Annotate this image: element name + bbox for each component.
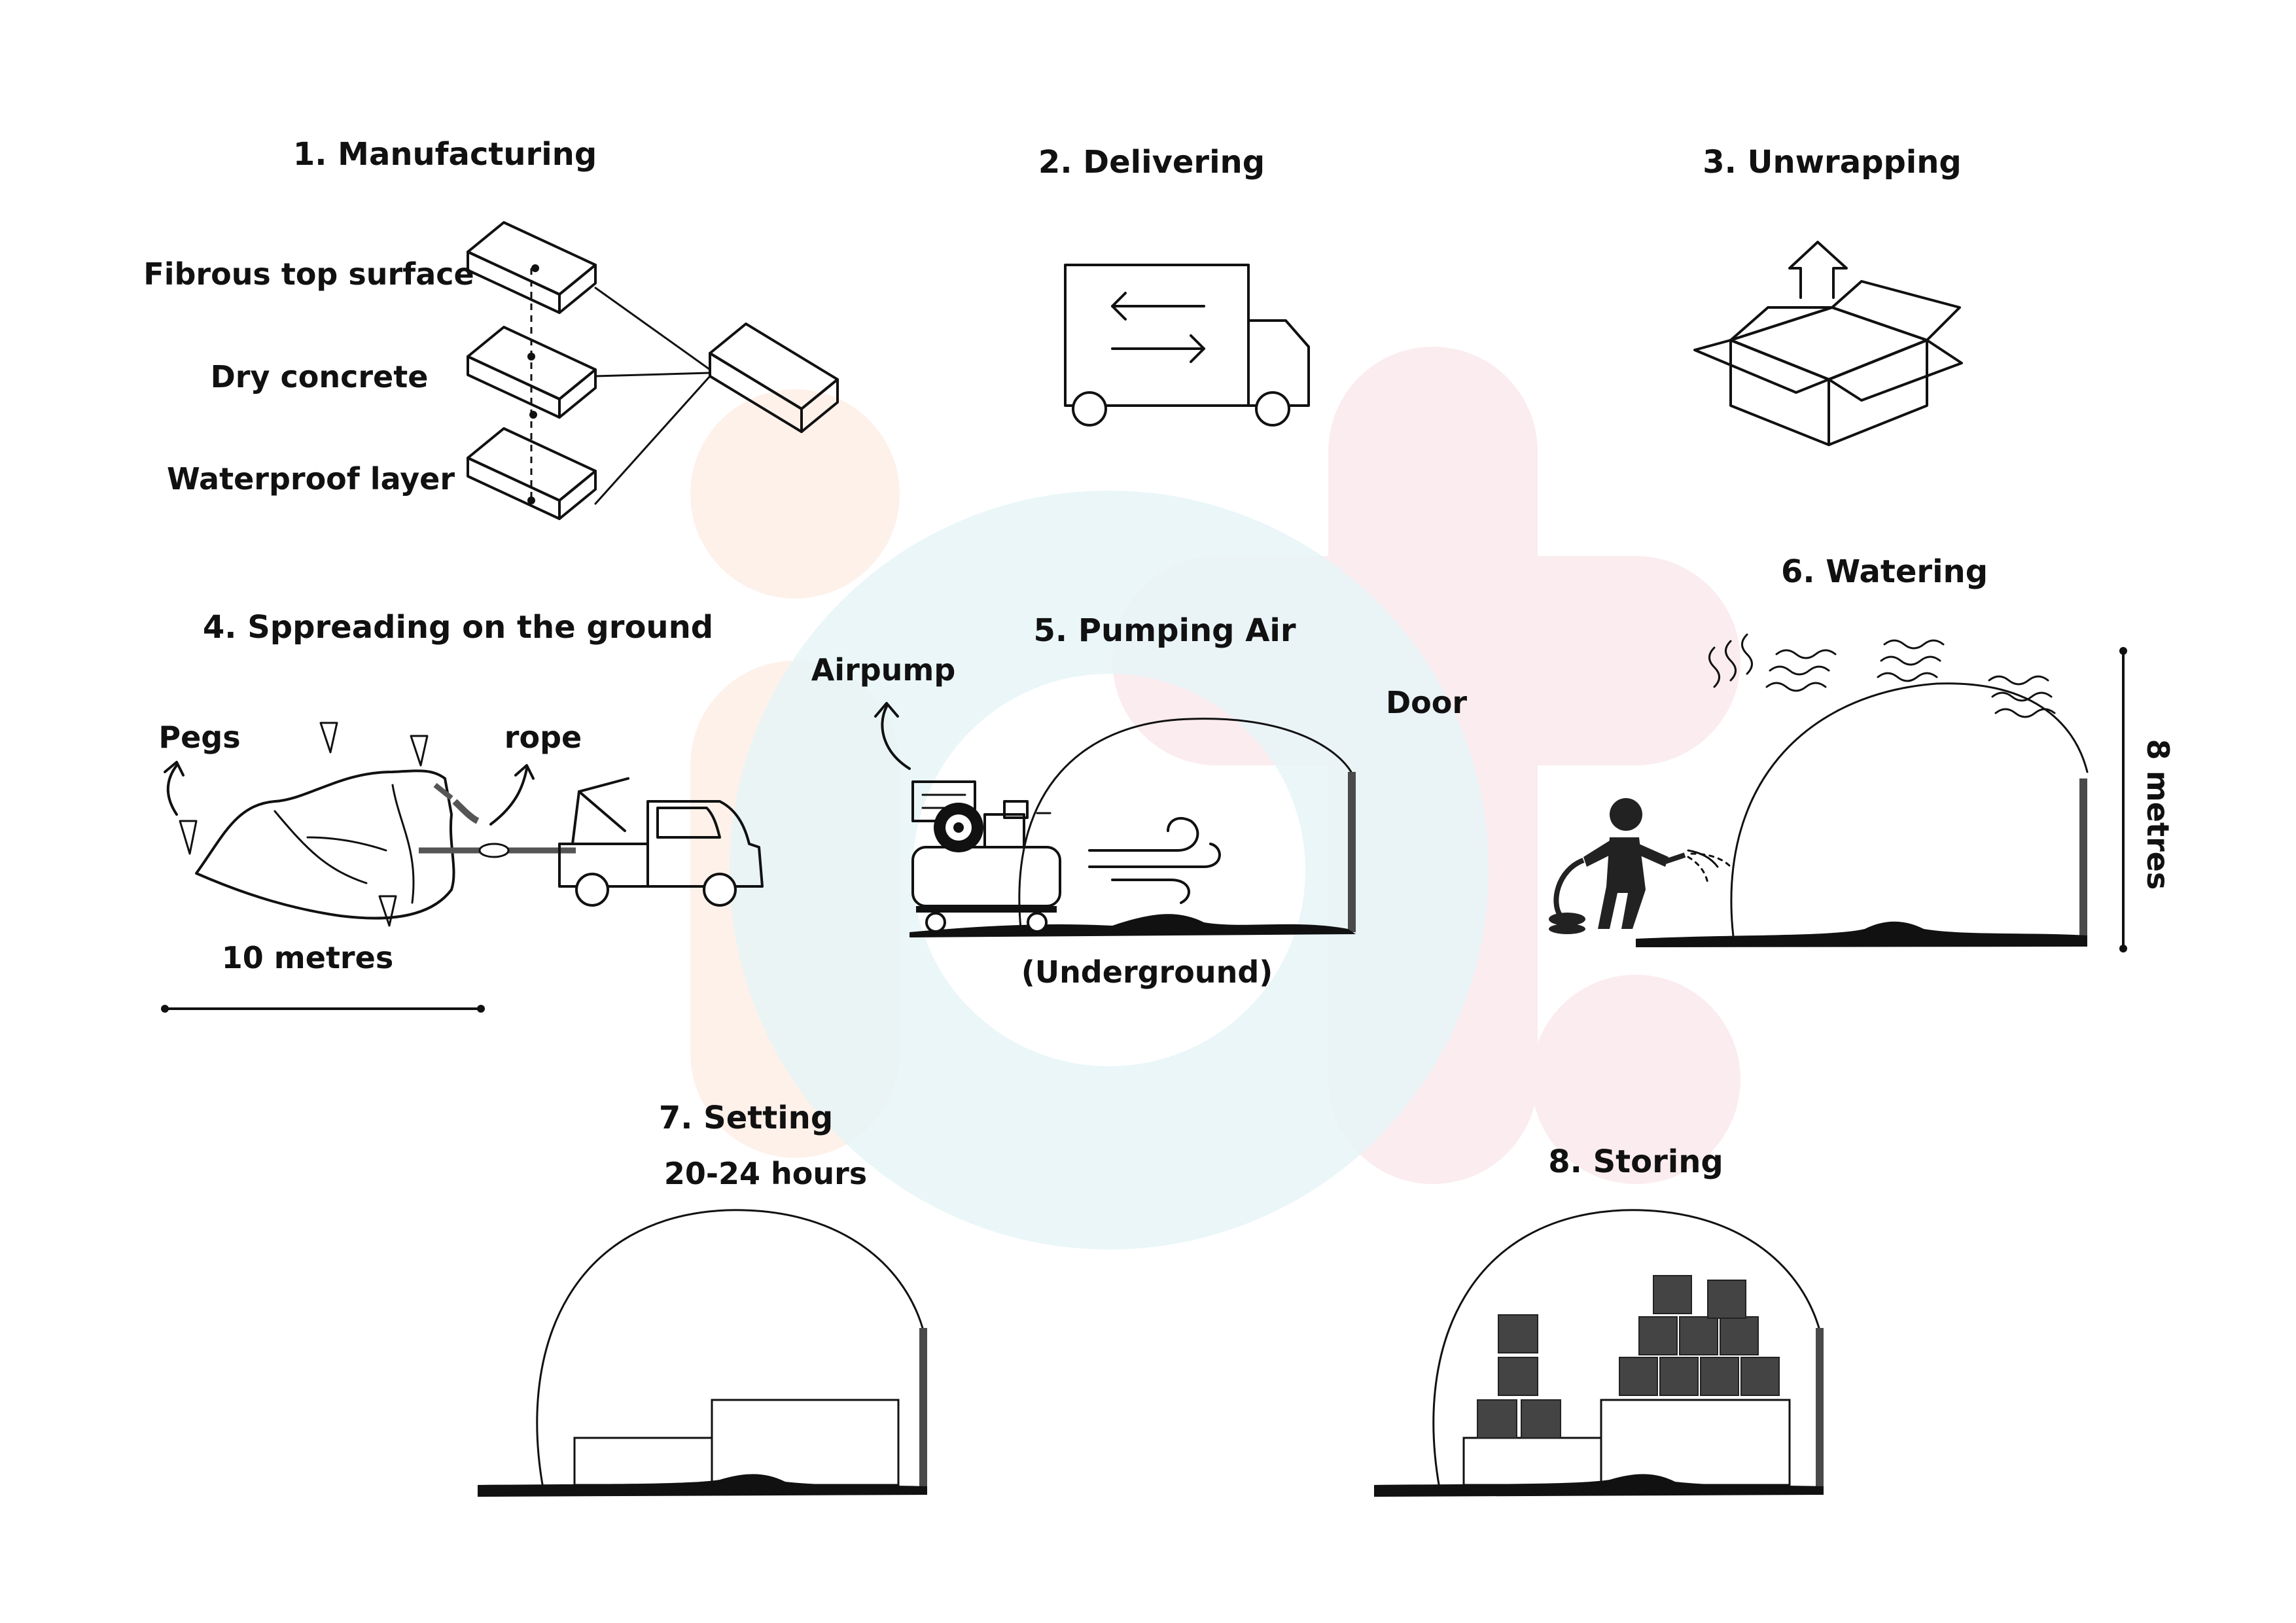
storing-illustration	[1374, 1209, 1824, 1497]
door-label: Door	[1386, 685, 1467, 720]
waterproof-layer-label: Waterproof layer	[167, 461, 455, 497]
arrow-icon	[164, 761, 185, 777]
ground	[1636, 921, 2087, 947]
pegs-label: Pegs	[158, 720, 240, 755]
heat-waves-icon	[1708, 633, 2056, 718]
step-1-title: 1. Manufacturing	[293, 136, 597, 173]
door-wall	[1816, 1328, 1824, 1488]
rope-label: rope	[504, 720, 582, 755]
step-5-title: 5. Pumping Air	[1033, 612, 1296, 649]
storage-slab-large	[1600, 1399, 1791, 1486]
setting-illustration: 20-24 hours	[478, 1156, 927, 1497]
door-wall	[1348, 772, 1356, 932]
dome-outline	[536, 1209, 924, 1490]
worker-with-hose-icon	[1549, 798, 1732, 934]
storage-slab-small	[1462, 1437, 1602, 1486]
step-2-title: 2. Delivering	[1038, 144, 1265, 181]
airpump-label: Airpump	[811, 652, 956, 688]
delivery-truck-icon	[1064, 264, 1310, 427]
up-arrow-icon	[1788, 241, 1848, 299]
stacked-boxes-left	[1477, 1314, 1561, 1439]
manufacturing-illustration: Fibrous top surface Dry concrete Waterpr…	[143, 221, 839, 520]
dome-outline	[1018, 718, 1352, 930]
air-compressor-icon	[911, 780, 1061, 933]
ground	[1374, 1474, 1824, 1497]
watermark-logo	[690, 347, 1740, 1249]
spreading-illustration: Pegs rope 10 metres	[158, 720, 764, 1013]
layer-block-middle	[467, 326, 597, 419]
layer-block-bottom	[467, 427, 597, 520]
arrow-icon	[514, 764, 535, 780]
open-box-icon	[1693, 241, 1963, 446]
step-6-title: 6. Watering	[1781, 553, 1988, 590]
ground	[910, 914, 1356, 937]
wind-icon	[1088, 817, 1221, 904]
stacked-boxes-right	[1619, 1275, 1780, 1396]
eight-metres-label: 8 metres	[2140, 739, 2176, 890]
dome-outline	[1432, 1209, 1820, 1490]
ground	[478, 1474, 927, 1497]
step-3-title: 3. Unwrapping	[1703, 144, 1962, 181]
storage-slab-large	[711, 1399, 900, 1486]
step-7-title: 7. Setting	[659, 1100, 833, 1136]
underground-label: (Underground)	[1021, 954, 1273, 990]
concrete-sheet	[195, 769, 455, 920]
setting-time-label: 20-24 hours	[664, 1156, 867, 1191]
pumping-air-illustration: Airpump Door (Underground)	[811, 652, 1468, 990]
step-4-title: 4. Sppreading on the ground	[203, 609, 713, 646]
arrow-icon	[874, 702, 899, 718]
ten-metres-label: 10 metres	[222, 940, 393, 975]
peg-icons	[179, 722, 429, 927]
layer-block-top	[467, 221, 597, 314]
storage-slab-small	[573, 1437, 713, 1486]
door-wall	[919, 1328, 927, 1488]
dry-concrete-label: Dry concrete	[211, 359, 429, 394]
watering-illustration: 8 metres	[1549, 633, 2176, 952]
tow-truck-icon	[558, 777, 764, 907]
fibrous-top-surface-label: Fibrous top surface	[143, 256, 474, 292]
dome-outline	[1730, 682, 2089, 943]
door-wall	[2079, 778, 2087, 939]
step-8-title: 8. Storing	[1548, 1143, 1723, 1180]
